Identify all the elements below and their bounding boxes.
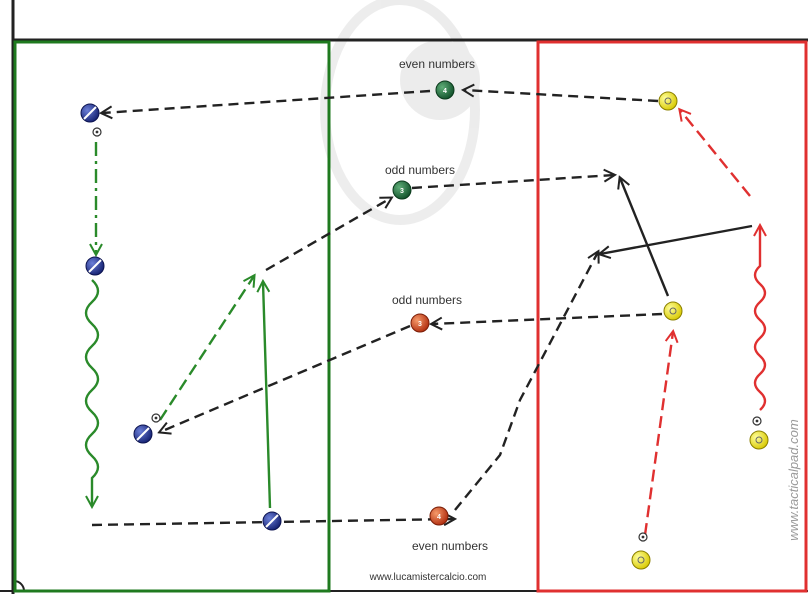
label-even-bottom: even numbers (412, 539, 488, 553)
orange-cone-mid: 3 (410, 313, 430, 333)
tacticalpad-watermark: www.tacticalpad.com (786, 419, 801, 541)
blue-player (85, 256, 105, 276)
yellow-player (658, 91, 678, 111)
yellow-players (631, 91, 769, 570)
blue-player (80, 103, 100, 123)
run-arrow (620, 178, 670, 297)
green-cone-top: 4 (435, 80, 455, 100)
dribble-arrow (84, 279, 100, 506)
watermark-logo (320, 0, 480, 225)
pass-arrow (265, 198, 391, 272)
run-arrow (643, 332, 673, 536)
green-movements (84, 142, 272, 509)
blue-player (133, 424, 153, 444)
ball-icon (638, 532, 648, 542)
yellow-player (631, 550, 651, 570)
orange-cone-bottom: 4 (429, 506, 449, 526)
pass-arrow (464, 90, 659, 103)
pass-arrow (160, 324, 411, 432)
blue-players (80, 103, 282, 531)
site-watermark: www.lucamistercalcio.com (369, 572, 487, 583)
balls (92, 127, 762, 542)
ball-icon (92, 127, 102, 137)
green-zone (13, 40, 331, 593)
run-arrow (600, 224, 753, 254)
yellow-player (663, 301, 683, 321)
run-arrow (263, 282, 272, 509)
green-cone-mid: 3 (392, 180, 412, 200)
label-odd-middle: odd numbers (392, 293, 462, 307)
ball-icon (151, 413, 161, 423)
red-movements (643, 110, 765, 536)
label-odd-top: odd numbers (385, 163, 455, 177)
ball-icon (752, 416, 762, 426)
red-zone (536, 40, 808, 593)
svg-text:4: 4 (443, 88, 447, 95)
svg-text:3: 3 (400, 188, 404, 195)
svg-text:4: 4 (437, 514, 441, 521)
run-arrow (158, 276, 254, 421)
pass-arrow (411, 175, 614, 190)
black-solid-runs (600, 178, 753, 297)
run-arrow (680, 110, 751, 197)
pass-arrow (432, 312, 663, 324)
label-even-top: even numbers (399, 57, 475, 71)
black-dashed-passes (91, 89, 663, 527)
svg-text:3: 3 (418, 321, 422, 328)
dribble-arrow (755, 226, 765, 411)
pass-arrow (102, 89, 431, 113)
blue-player (262, 511, 282, 531)
pass-arrow (454, 252, 598, 511)
yellow-player (749, 430, 769, 450)
